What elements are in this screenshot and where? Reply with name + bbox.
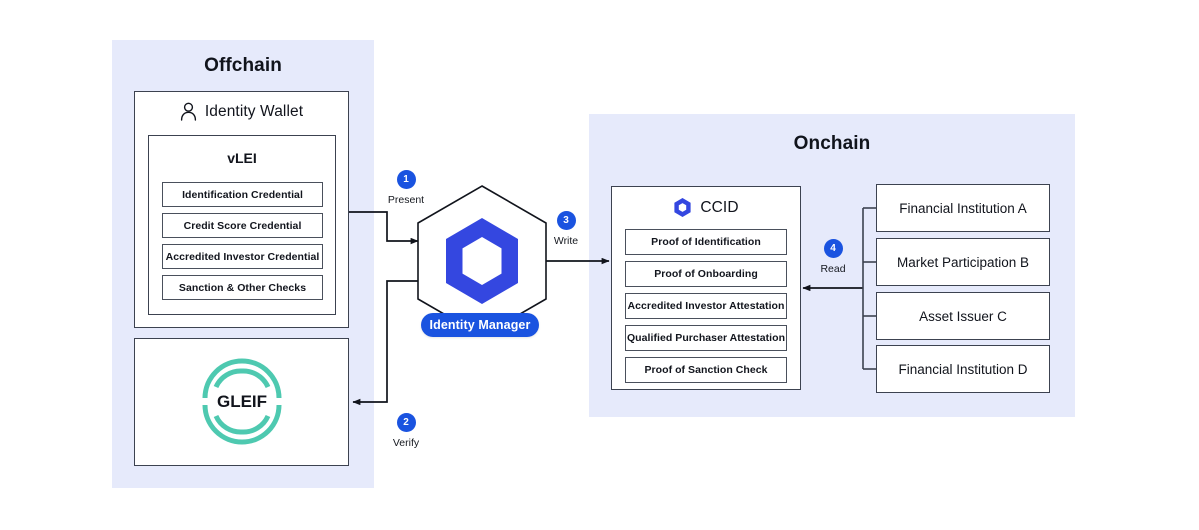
proof-item[interactable]: Accredited Investor Attestation — [625, 293, 787, 319]
credential-item[interactable]: Credit Score Credential — [162, 213, 323, 238]
credential-item[interactable]: Sanction & Other Checks — [162, 275, 323, 300]
ccid-title: CCID — [700, 198, 739, 216]
onchain-zone-title: Onchain — [793, 133, 871, 154]
proof-item[interactable]: Proof of Sanction Check — [625, 357, 787, 383]
step-number: 4 — [823, 239, 843, 258]
step-number: 3 — [556, 211, 576, 230]
step-caption: Write — [553, 235, 579, 247]
person-icon — [180, 102, 196, 121]
step-number: 2 — [396, 413, 416, 432]
vlei-title: vLEI — [227, 150, 257, 166]
step-badge-verify: 2 Verify — [376, 413, 436, 449]
proof-item[interactable]: Proof of Onboarding — [625, 261, 787, 287]
step-caption: Verify — [392, 437, 420, 449]
credential-item[interactable]: Accredited Investor Credential — [162, 244, 323, 269]
institution-box[interactable]: Asset Issuer C — [876, 292, 1050, 340]
institution-box[interactable]: Financial Institution A — [876, 184, 1050, 232]
identity-manager-hexagon-icon — [443, 216, 521, 306]
proof-item[interactable]: Proof of Identification — [625, 229, 787, 255]
step-caption: Read — [820, 263, 846, 275]
credential-item[interactable]: Identification Credential — [162, 182, 323, 207]
identity-wallet-title: Identity Wallet — [204, 102, 304, 120]
ccid-card — [611, 186, 801, 390]
step-badge-write: 3 Write — [536, 211, 596, 247]
step-badge-read: 4 Read — [803, 239, 863, 275]
gleif-label: GLEIF — [217, 392, 267, 411]
gleif-logo: GLEIF — [199, 355, 285, 449]
offchain-zone-title: Offchain — [204, 55, 282, 76]
ccid-header: CCID — [611, 197, 801, 218]
identity-wallet-header: Identity Wallet — [134, 102, 349, 121]
institution-box[interactable]: Market Participation B — [876, 238, 1050, 286]
step-badge-present: 1 Present — [376, 170, 436, 206]
institution-box[interactable]: Financial Institution D — [876, 345, 1050, 393]
ccid-hexagon-icon — [674, 198, 691, 217]
identity-manager-pill[interactable]: Identity Manager — [421, 313, 539, 337]
identity-manager-label: Identity Manager — [429, 318, 531, 332]
step-number: 1 — [396, 170, 416, 189]
proof-item[interactable]: Qualified Purchaser Attestation — [625, 325, 787, 351]
step-caption: Present — [387, 194, 425, 206]
